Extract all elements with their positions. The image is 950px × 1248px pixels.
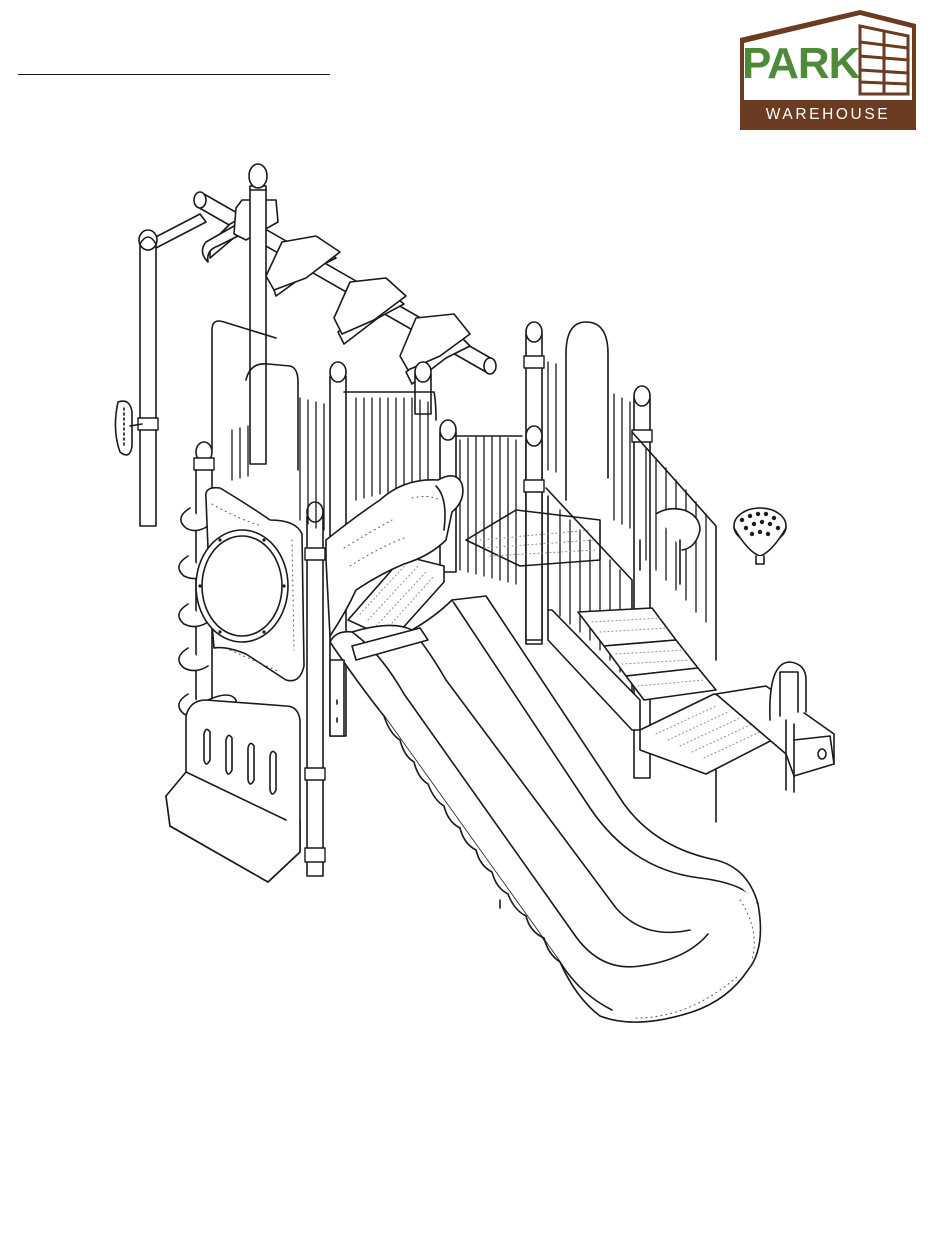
talk-tube-icon (734, 508, 786, 564)
overhead-ladder (150, 192, 496, 384)
stairs (548, 608, 834, 822)
step-panel (166, 700, 300, 882)
slide (330, 596, 760, 1022)
